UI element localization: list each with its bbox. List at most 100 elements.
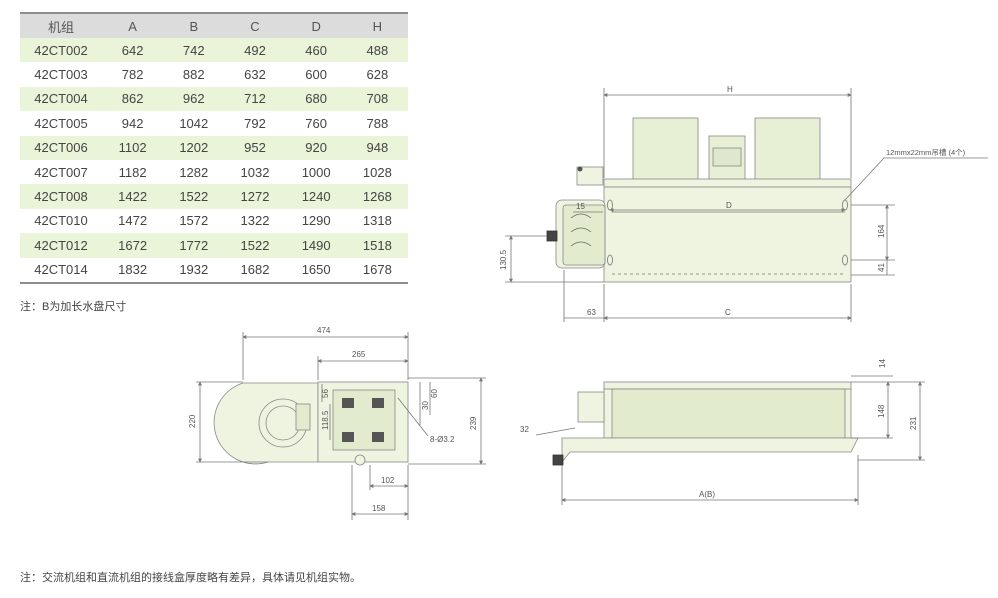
- cell: 42CT006: [20, 135, 102, 160]
- label-h: H: [727, 85, 733, 94]
- motor-mount: [295, 403, 311, 431]
- blower-housing-left: [632, 117, 699, 181]
- cell: 1272: [224, 184, 286, 209]
- label-118-5: 118.5: [321, 410, 330, 430]
- cell: 600: [305, 67, 327, 83]
- label-60: 60: [430, 389, 439, 398]
- label-148: 148: [877, 404, 886, 418]
- cell: 1000: [301, 164, 331, 180]
- cell: 1572: [179, 213, 209, 229]
- screw-icon: [577, 166, 583, 172]
- top-view-labels: H D C 15 63 130.5 164 41 12mmx22mm吊槽 (4个…: [499, 85, 966, 317]
- table-header-row: 机组 A B C D H: [20, 13, 408, 38]
- pipe-connector-icon: [546, 230, 558, 242]
- cell: 488: [346, 38, 408, 63]
- cell: 1182: [118, 164, 147, 180]
- cell: 42CT012: [20, 233, 102, 258]
- junction-box-front: [577, 391, 605, 423]
- cell: 642: [102, 38, 164, 63]
- cell: 942: [121, 115, 144, 131]
- fitting-icon: [342, 398, 354, 408]
- holes-leader-line: [397, 397, 429, 437]
- hanging-slot-icon: [607, 254, 613, 266]
- label-30: 30: [421, 401, 430, 410]
- cell: 1268: [346, 184, 408, 209]
- label-474: 474: [317, 326, 331, 335]
- header-c: C: [224, 13, 286, 38]
- drain-connector-icon: [552, 454, 564, 466]
- label-164: 164: [877, 224, 886, 238]
- fitting-icon: [372, 432, 384, 442]
- coil-face: [611, 388, 846, 439]
- junction-box: [576, 166, 604, 186]
- cell: 1522: [224, 233, 286, 258]
- cell: 1202: [163, 135, 225, 160]
- cell: 1102: [102, 135, 164, 160]
- cell: 628: [366, 67, 389, 83]
- cell: 1522: [163, 184, 225, 209]
- cell: 1518: [346, 233, 408, 258]
- cell: 788: [366, 115, 389, 131]
- pipe-header: [562, 204, 606, 266]
- label-41: 41: [877, 263, 886, 272]
- header-b: B: [163, 13, 225, 38]
- cell: 42CT007: [34, 164, 88, 180]
- cell: 1318: [362, 213, 392, 229]
- cell: 862: [102, 86, 164, 112]
- header-d: D: [285, 13, 347, 38]
- blower-housing-right: [754, 117, 821, 181]
- cell: 1290: [301, 213, 331, 229]
- label-63: 63: [587, 308, 596, 317]
- header-a: A: [102, 13, 164, 38]
- fitting-icon: [342, 432, 354, 442]
- label-15: 15: [576, 202, 585, 211]
- label-c: C: [725, 308, 731, 317]
- cell: 760: [305, 115, 327, 131]
- label-158: 158: [372, 504, 386, 513]
- label-231: 231: [909, 416, 918, 430]
- cell: 712: [224, 86, 286, 112]
- cell: 1772: [163, 233, 225, 258]
- pipe-bends: [570, 213, 592, 247]
- label-56: 56: [321, 389, 330, 398]
- header-h: H: [346, 13, 408, 38]
- cell: 42CT003: [34, 67, 88, 83]
- cell: 460: [285, 38, 347, 63]
- cell: 1682: [240, 262, 270, 278]
- cell: 948: [346, 135, 408, 160]
- label-32: 32: [520, 425, 529, 434]
- cell: 962: [163, 86, 225, 112]
- fitting-icon: [372, 398, 384, 408]
- cell: 742: [163, 38, 225, 63]
- hanging-slot-icon: [842, 254, 848, 266]
- header-unit: 机组: [20, 13, 102, 38]
- label-265: 265: [352, 350, 366, 359]
- label-d: D: [726, 201, 732, 210]
- cell: 708: [346, 86, 408, 112]
- label-slot: 12mmx22mm吊槽 (4个): [886, 147, 966, 157]
- cell: 492: [224, 38, 286, 63]
- cell: 1240: [285, 184, 347, 209]
- cell: 1032: [240, 164, 270, 180]
- front-view-drawing: [535, 375, 925, 505]
- cell: 632: [244, 67, 266, 83]
- label-102: 102: [381, 476, 395, 485]
- dim-32-line: [535, 427, 576, 436]
- table-note: 注：B为加长水盘尺寸: [20, 301, 127, 313]
- side-view-labels: 474 265 220 56 118.5 30 60 239 8-Ø3.2 10…: [188, 326, 478, 513]
- drain-pan: [561, 437, 859, 464]
- cell: 42CT005: [34, 115, 88, 131]
- cell: 42CT002: [20, 38, 102, 63]
- cell: 1490: [285, 233, 347, 258]
- bottom-note: 注：交流机组和直流机组的接线盒厚度略有差异，具体请见机组实物。: [20, 572, 361, 584]
- side-view-drawing: [196, 332, 486, 520]
- cell: 1042: [179, 115, 209, 131]
